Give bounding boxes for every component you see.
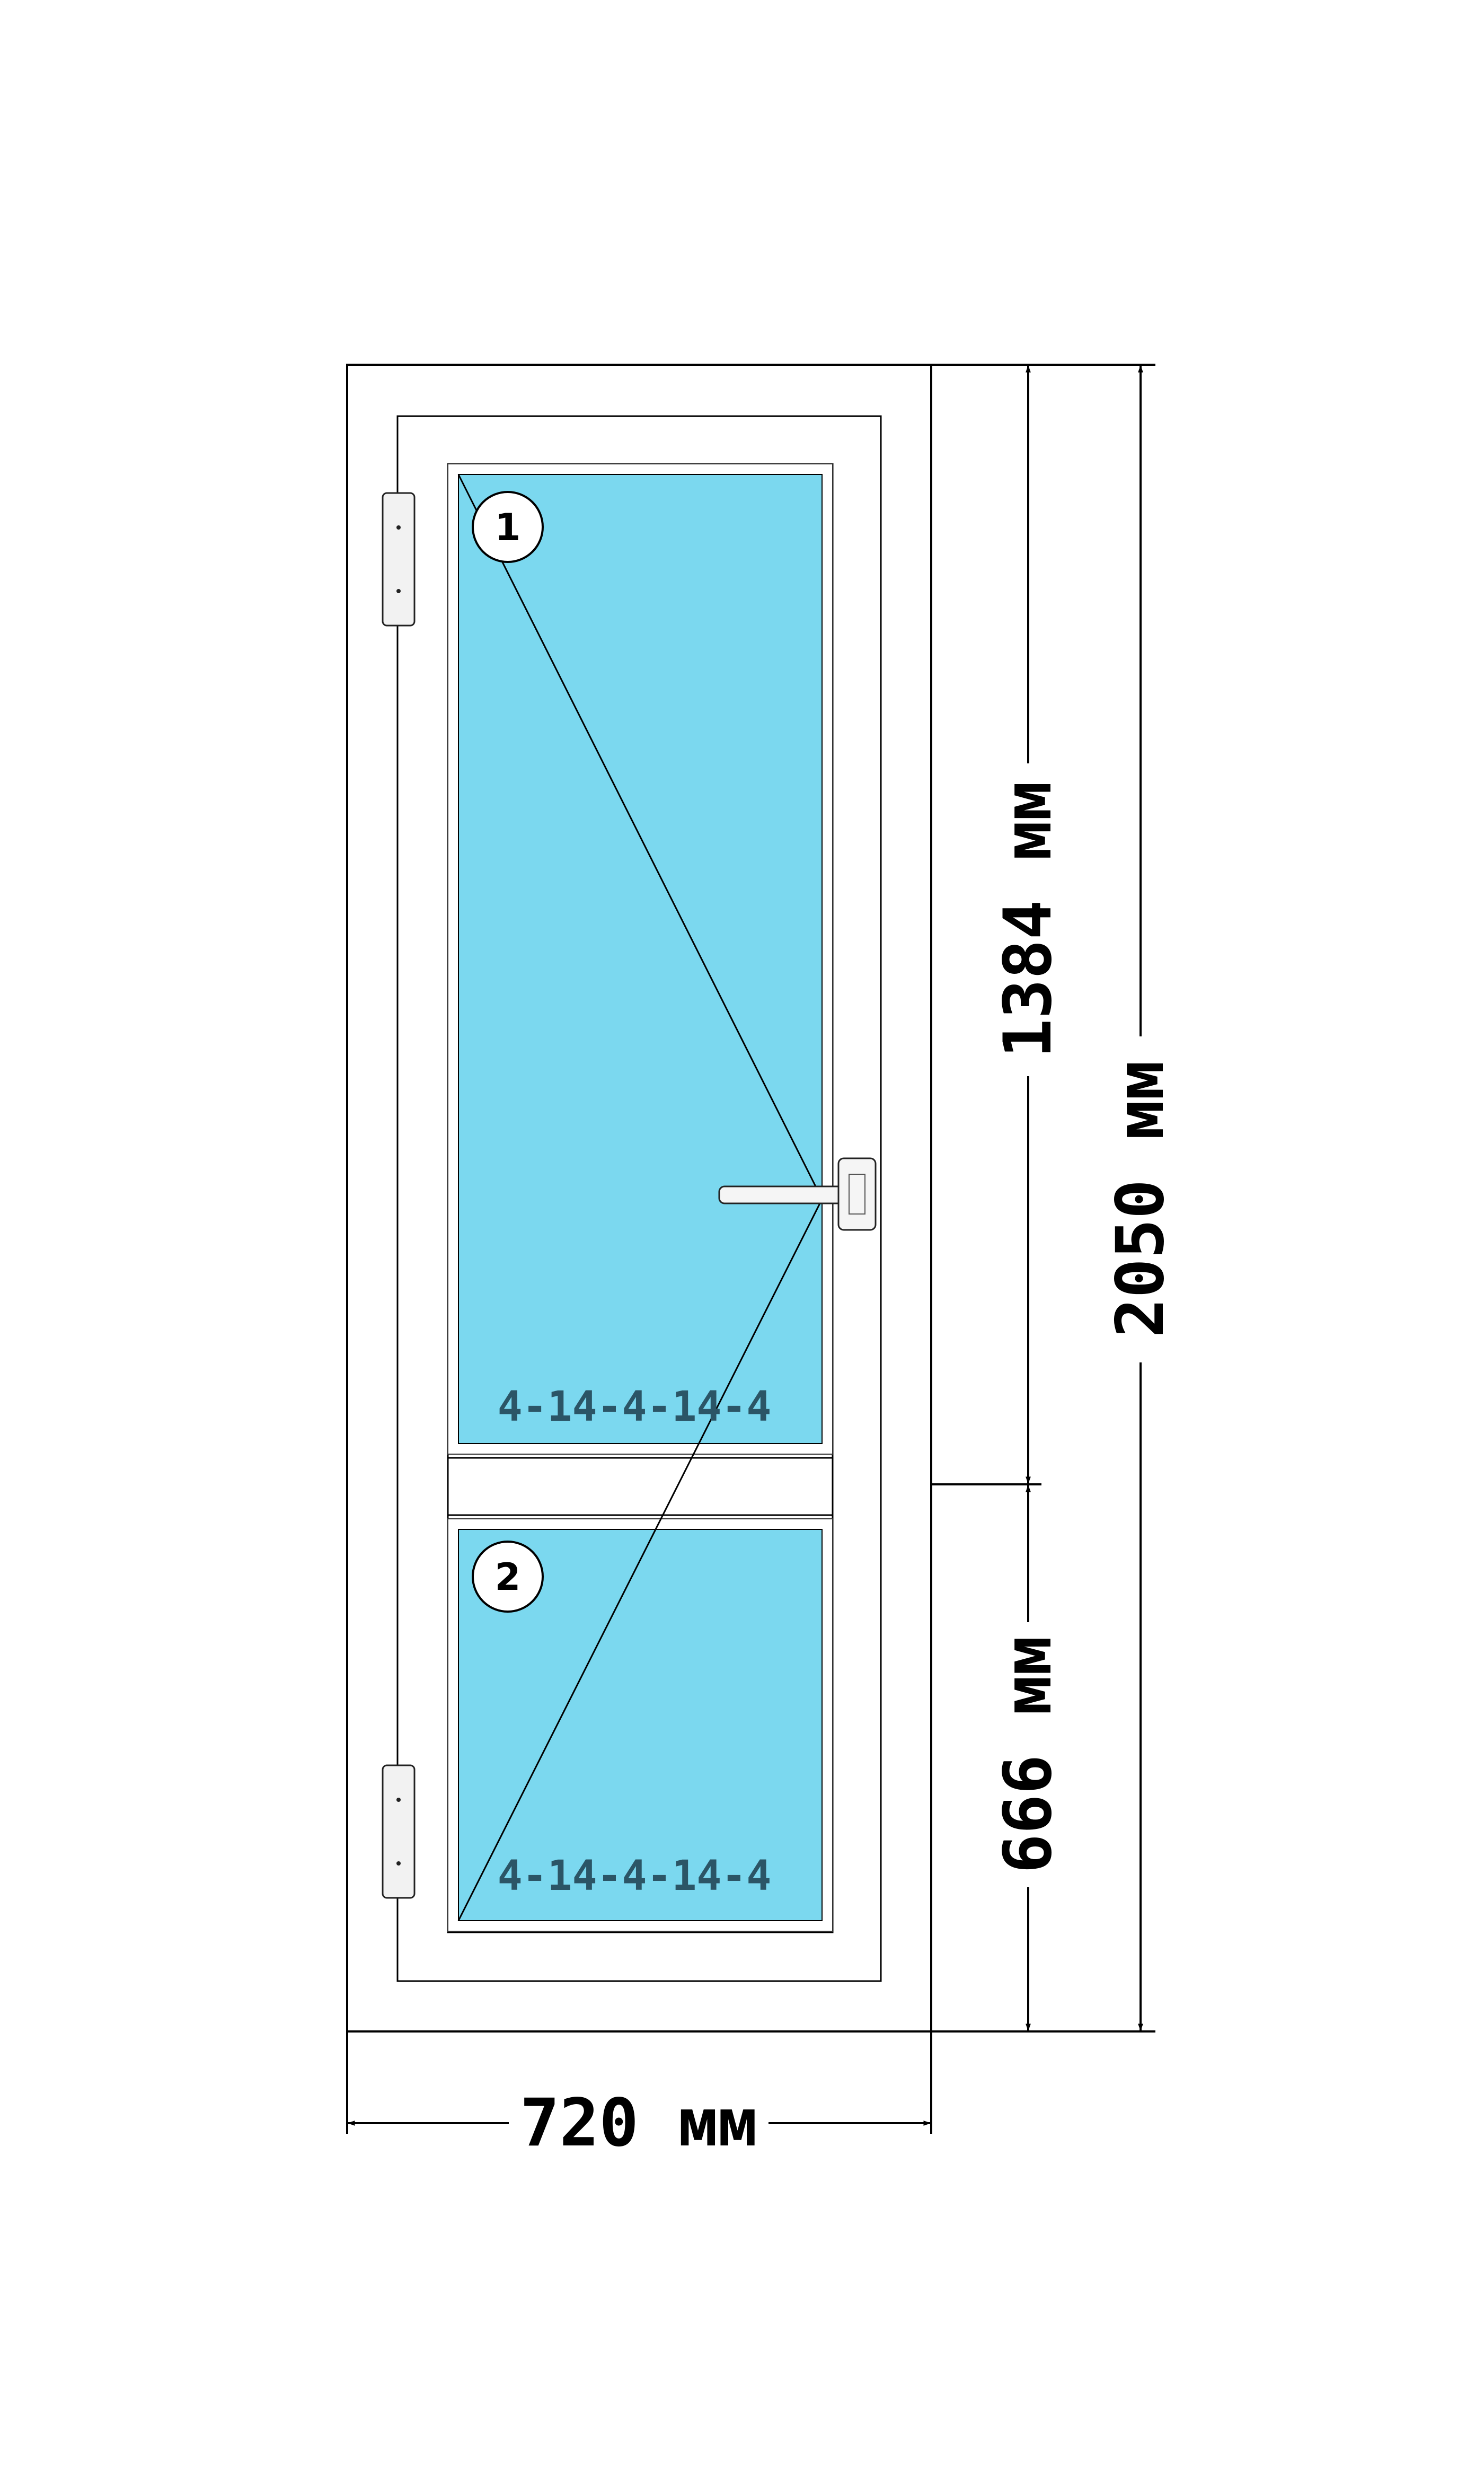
dimension-label-upper: 1384 мм [990,781,1066,1059]
pane-marker-1: 1 [472,491,544,563]
pane-marker-2-label: 2 [495,1555,521,1599]
door-handle-icon [718,1157,877,1231]
glass-formula-lower: 4-14-4-14-4 [498,1852,772,1900]
glass-formula-upper: 4-14-4-14-4 [498,1383,772,1431]
opening-line-upper [457,474,823,1200]
dimension-label-total: 2050 мм [1102,1061,1179,1338]
pane-marker-1-label: 1 [495,506,521,549]
door-sash [396,415,882,1982]
transom-bar [447,1457,834,1516]
opening-line-lower [457,1199,823,1921]
dimension-label-width: 720 мм [520,2085,757,2161]
dimension-label-lower: 666 мм [990,1636,1066,1873]
glass-pane-upper [458,474,823,1444]
pane-marker-2: 2 [472,1541,544,1613]
hinge-bottom-icon [382,1764,416,1899]
hinge-top-icon [382,492,416,627]
